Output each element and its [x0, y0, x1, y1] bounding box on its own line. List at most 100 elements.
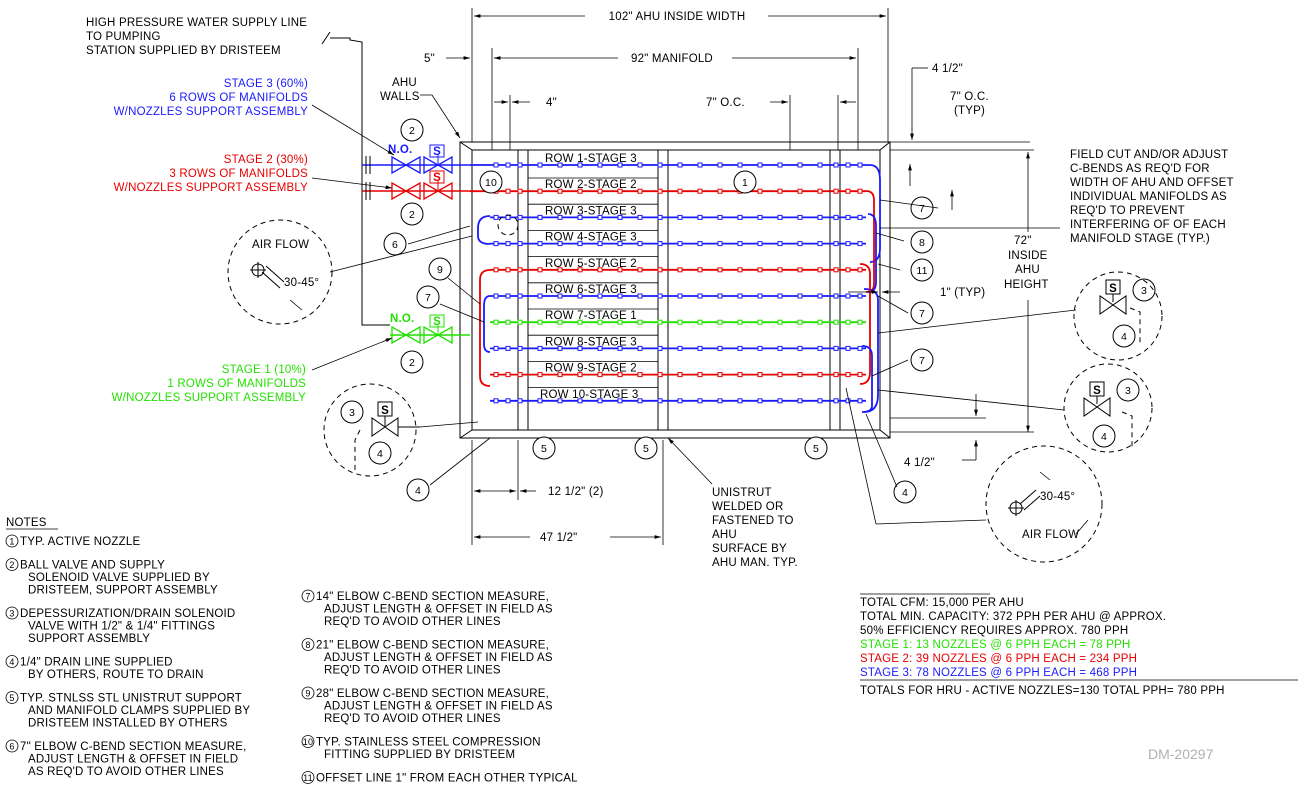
svg-text:WELDED OR: WELDED OR	[712, 501, 783, 513]
nozzle	[537, 267, 543, 273]
field-cut-note: FIELD CUT AND/OR ADJUST C-BENDS AS REQ'D…	[1070, 149, 1233, 245]
svg-text:7: 7	[919, 203, 925, 215]
oc7-dimension: 7" O.C.	[706, 95, 856, 150]
nozzle	[617, 372, 623, 378]
nozzle	[697, 293, 703, 299]
svg-text:FITTING SUPPLIED BY DRISTEEM: FITTING SUPPLIED BY DRISTEEM	[324, 749, 515, 761]
svg-text:NOTES: NOTES	[6, 517, 47, 529]
svg-text:6: 6	[9, 742, 14, 752]
nozzle	[757, 345, 763, 351]
svg-text:S: S	[1109, 283, 1117, 295]
svg-text:5": 5"	[424, 53, 435, 65]
nozzle	[737, 241, 743, 247]
nozzle	[737, 372, 743, 378]
callout-3: 3	[1132, 278, 1156, 302]
nozzle	[717, 267, 723, 273]
svg-text:30-45°: 30-45°	[1040, 491, 1075, 503]
nozzle	[797, 188, 803, 194]
svg-text:AHU: AHU	[1015, 264, 1040, 276]
svg-text:BALL VALVE AND SUPPLY: BALL VALVE AND SUPPLY	[20, 560, 165, 572]
svg-text:5: 5	[643, 443, 649, 455]
nozzle	[637, 267, 643, 273]
nozzle	[537, 188, 543, 194]
svg-text:WALLS: WALLS	[380, 91, 420, 103]
nozzle	[717, 162, 723, 168]
nozzle	[777, 398, 783, 404]
nozzle	[537, 162, 543, 168]
svg-text:TYP. ACTIVE NOZZLE: TYP. ACTIVE NOZZLE	[20, 536, 140, 548]
callout-4: 4	[893, 480, 917, 504]
nozzle	[537, 398, 543, 404]
nozzle	[833, 214, 839, 220]
nozzle	[857, 398, 863, 404]
svg-text:8: 8	[919, 237, 925, 249]
nozzle	[517, 267, 523, 273]
callout-4: 4	[1112, 324, 1136, 348]
nozzle	[617, 188, 623, 194]
nozzle	[833, 162, 839, 168]
right-bottom-dimension: 4 1/2"	[890, 394, 986, 469]
drain-valve-detail-right-bottom: S	[877, 363, 1153, 453]
nozzle	[597, 293, 603, 299]
nozzle	[857, 162, 863, 168]
svg-text:5: 5	[541, 443, 547, 455]
stage2-label: STAGE 2 (30%) 3 ROWS OF MANIFOLDS W/NOZZ…	[114, 154, 308, 194]
manifold-row: ROW 10-STAGE 3	[490, 389, 866, 404]
nozzle	[817, 188, 823, 194]
svg-text:N.O.: N.O.	[388, 144, 412, 156]
nozzle	[517, 241, 523, 247]
nozzle	[505, 214, 511, 220]
nozzle	[577, 398, 583, 404]
svg-text:7: 7	[425, 292, 431, 304]
svg-text:TO PUMPING: TO PUMPING	[86, 31, 161, 43]
nozzle	[617, 293, 623, 299]
svg-text:11: 11	[303, 773, 313, 783]
nozzle	[677, 162, 683, 168]
nozzle	[577, 162, 583, 168]
svg-text:1/4" DRAIN LINE SUPPLIED: 1/4" DRAIN LINE SUPPLIED	[20, 657, 173, 669]
supply-line-leader	[330, 37, 390, 326]
svg-text:9: 9	[437, 264, 443, 276]
nozzle	[493, 398, 499, 404]
nozzle	[557, 214, 563, 220]
nozzle	[577, 345, 583, 351]
svg-text:2: 2	[409, 125, 415, 137]
nozzle	[777, 319, 783, 325]
svg-text:TOTAL MIN. CAPACITY: 372 PPH P: TOTAL MIN. CAPACITY: 372 PPH PER AHU @ A…	[860, 611, 1166, 623]
nozzle	[617, 241, 623, 247]
row-label: ROW 5-STAGE 2	[545, 258, 637, 270]
svg-text:12 1/2" (2): 12 1/2" (2)	[548, 486, 604, 498]
svg-text:FIELD CUT AND/OR ADJUST: FIELD CUT AND/OR ADJUST	[1070, 149, 1228, 161]
nozzle	[797, 319, 803, 325]
nozzle	[493, 372, 499, 378]
nozzle	[597, 319, 603, 325]
svg-text:11: 11	[916, 265, 927, 277]
svg-text:C-BENDS AS REQ'D FOR: C-BENDS AS REQ'D FOR	[1070, 163, 1210, 175]
nozzle	[697, 214, 703, 220]
nozzle	[737, 398, 743, 404]
nozzle	[697, 267, 703, 273]
nozzle	[757, 293, 763, 299]
callout-4: 4	[406, 478, 430, 502]
svg-text:DRISTEEM INSTALLED BY OTHERS: DRISTEEM INSTALLED BY OTHERS	[28, 718, 228, 730]
nozzle	[517, 372, 523, 378]
svg-text:8: 8	[305, 640, 310, 650]
nozzle	[493, 162, 499, 168]
svg-text:21" ELBOW C-BEND SECTION MEASU: 21" ELBOW C-BEND SECTION MEASURE,	[316, 640, 549, 652]
callout-5: 5	[804, 436, 828, 460]
nozzle	[677, 267, 683, 273]
nozzle	[617, 345, 623, 351]
svg-text:92" MANIFOLD: 92" MANIFOLD	[631, 53, 713, 65]
nozzle	[657, 188, 663, 194]
nozzle	[817, 372, 823, 378]
nozzle	[597, 267, 603, 273]
svg-text:STAGE 1 (10%): STAGE 1 (10%)	[222, 364, 306, 376]
svg-text:ADJUST LENGTH & OFFSET IN FIEL: ADJUST LENGTH & OFFSET IN FIELD	[28, 754, 238, 766]
nozzle	[857, 214, 863, 220]
svg-text:S: S	[381, 405, 389, 417]
